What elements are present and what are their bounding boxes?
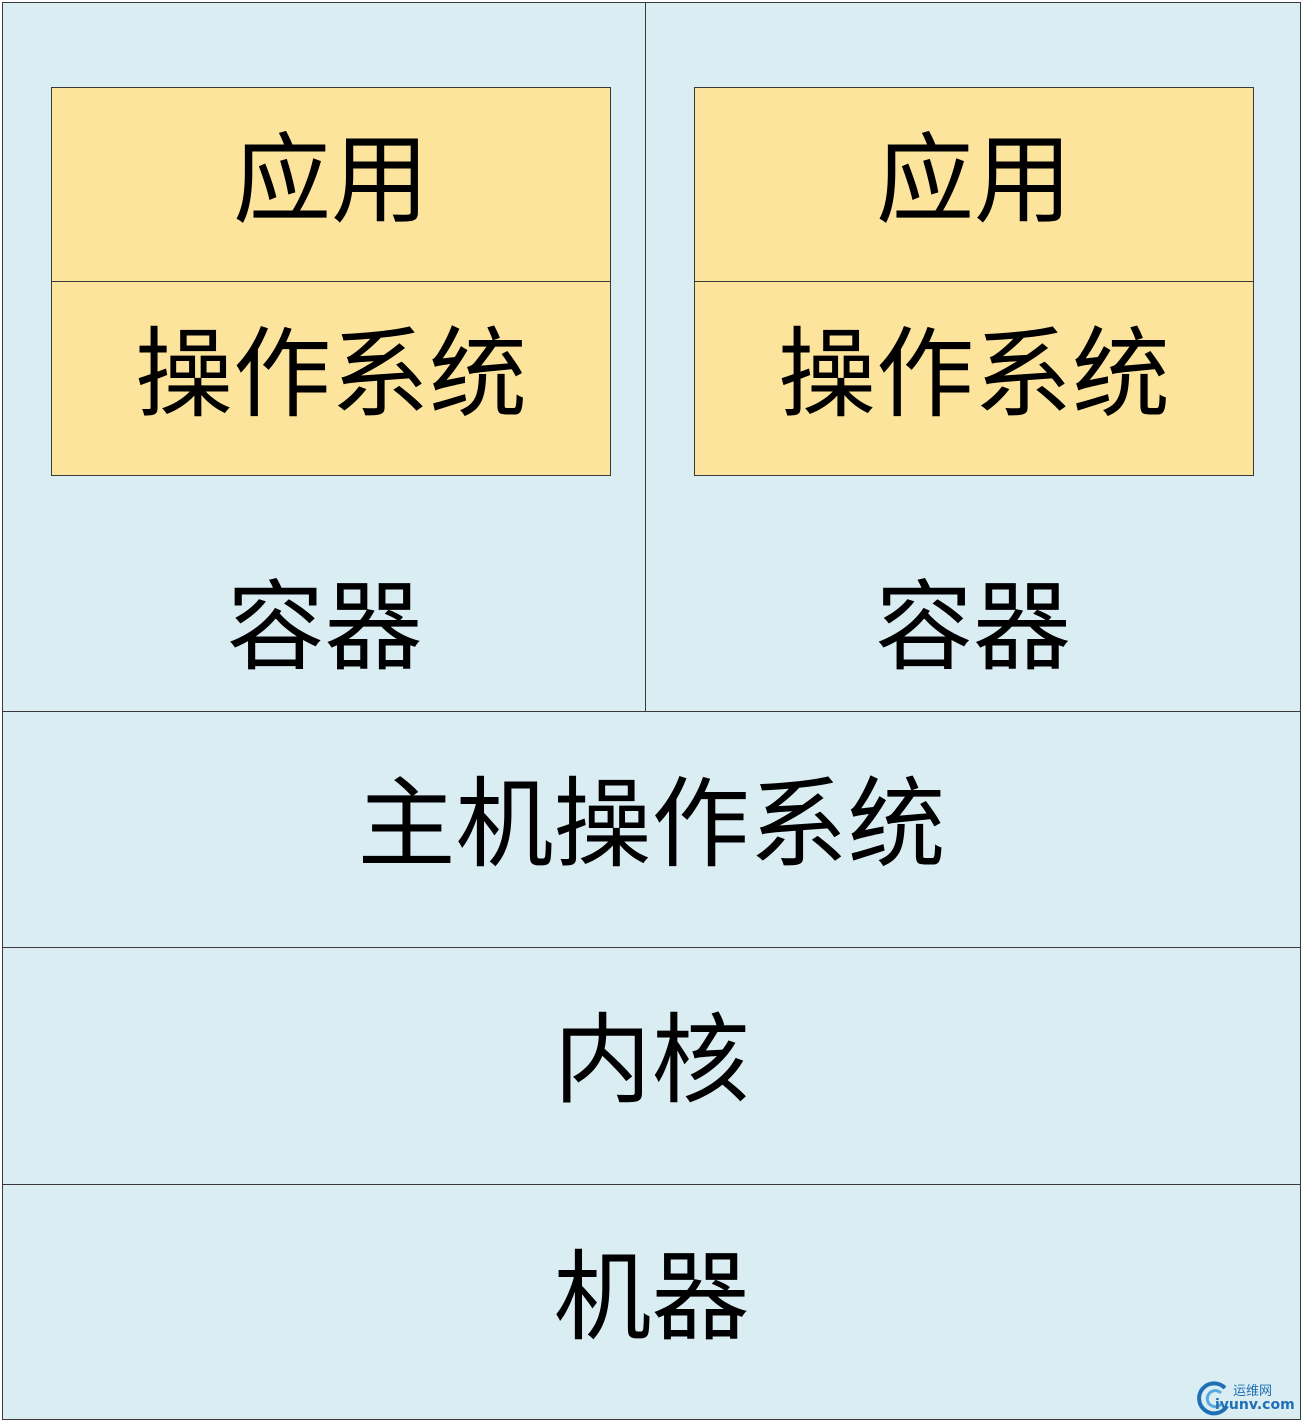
container-2-app-label: 应用 <box>875 124 1072 238</box>
container-2-label: 容器 <box>874 571 1071 685</box>
container-1-os-layer: 操作系统 <box>51 281 611 476</box>
container-1-label: 容器 <box>226 571 423 685</box>
container-1-app-label: 应用 <box>232 124 429 238</box>
watermark: 运维网 iyunv.com <box>1195 1378 1299 1418</box>
watermark-logo-icon <box>1197 1381 1229 1416</box>
host-os-layer: 主机操作系统 <box>2 711 1301 948</box>
machine-label: 机器 <box>553 1241 750 1355</box>
container-2: 应用 操作系统 容器 <box>645 2 1301 713</box>
host-os-label: 主机操作系统 <box>357 768 946 882</box>
machine-layer: 机器 <box>2 1184 1301 1420</box>
watermark-en: iyunv.com <box>1215 1397 1295 1413</box>
container-2-app-layer: 应用 <box>694 87 1254 282</box>
container-1-app-layer: 应用 <box>51 87 611 282</box>
watermark-cn: 运维网 <box>1233 1384 1273 1399</box>
kernel-label: 内核 <box>553 1004 750 1118</box>
container-2-os-layer: 操作系统 <box>694 281 1254 476</box>
kernel-layer: 内核 <box>2 947 1301 1185</box>
container-1: 应用 操作系统 容器 <box>2 2 647 713</box>
container-2-os-label: 操作系统 <box>777 318 1170 432</box>
container-1-os-label: 操作系统 <box>134 318 527 432</box>
